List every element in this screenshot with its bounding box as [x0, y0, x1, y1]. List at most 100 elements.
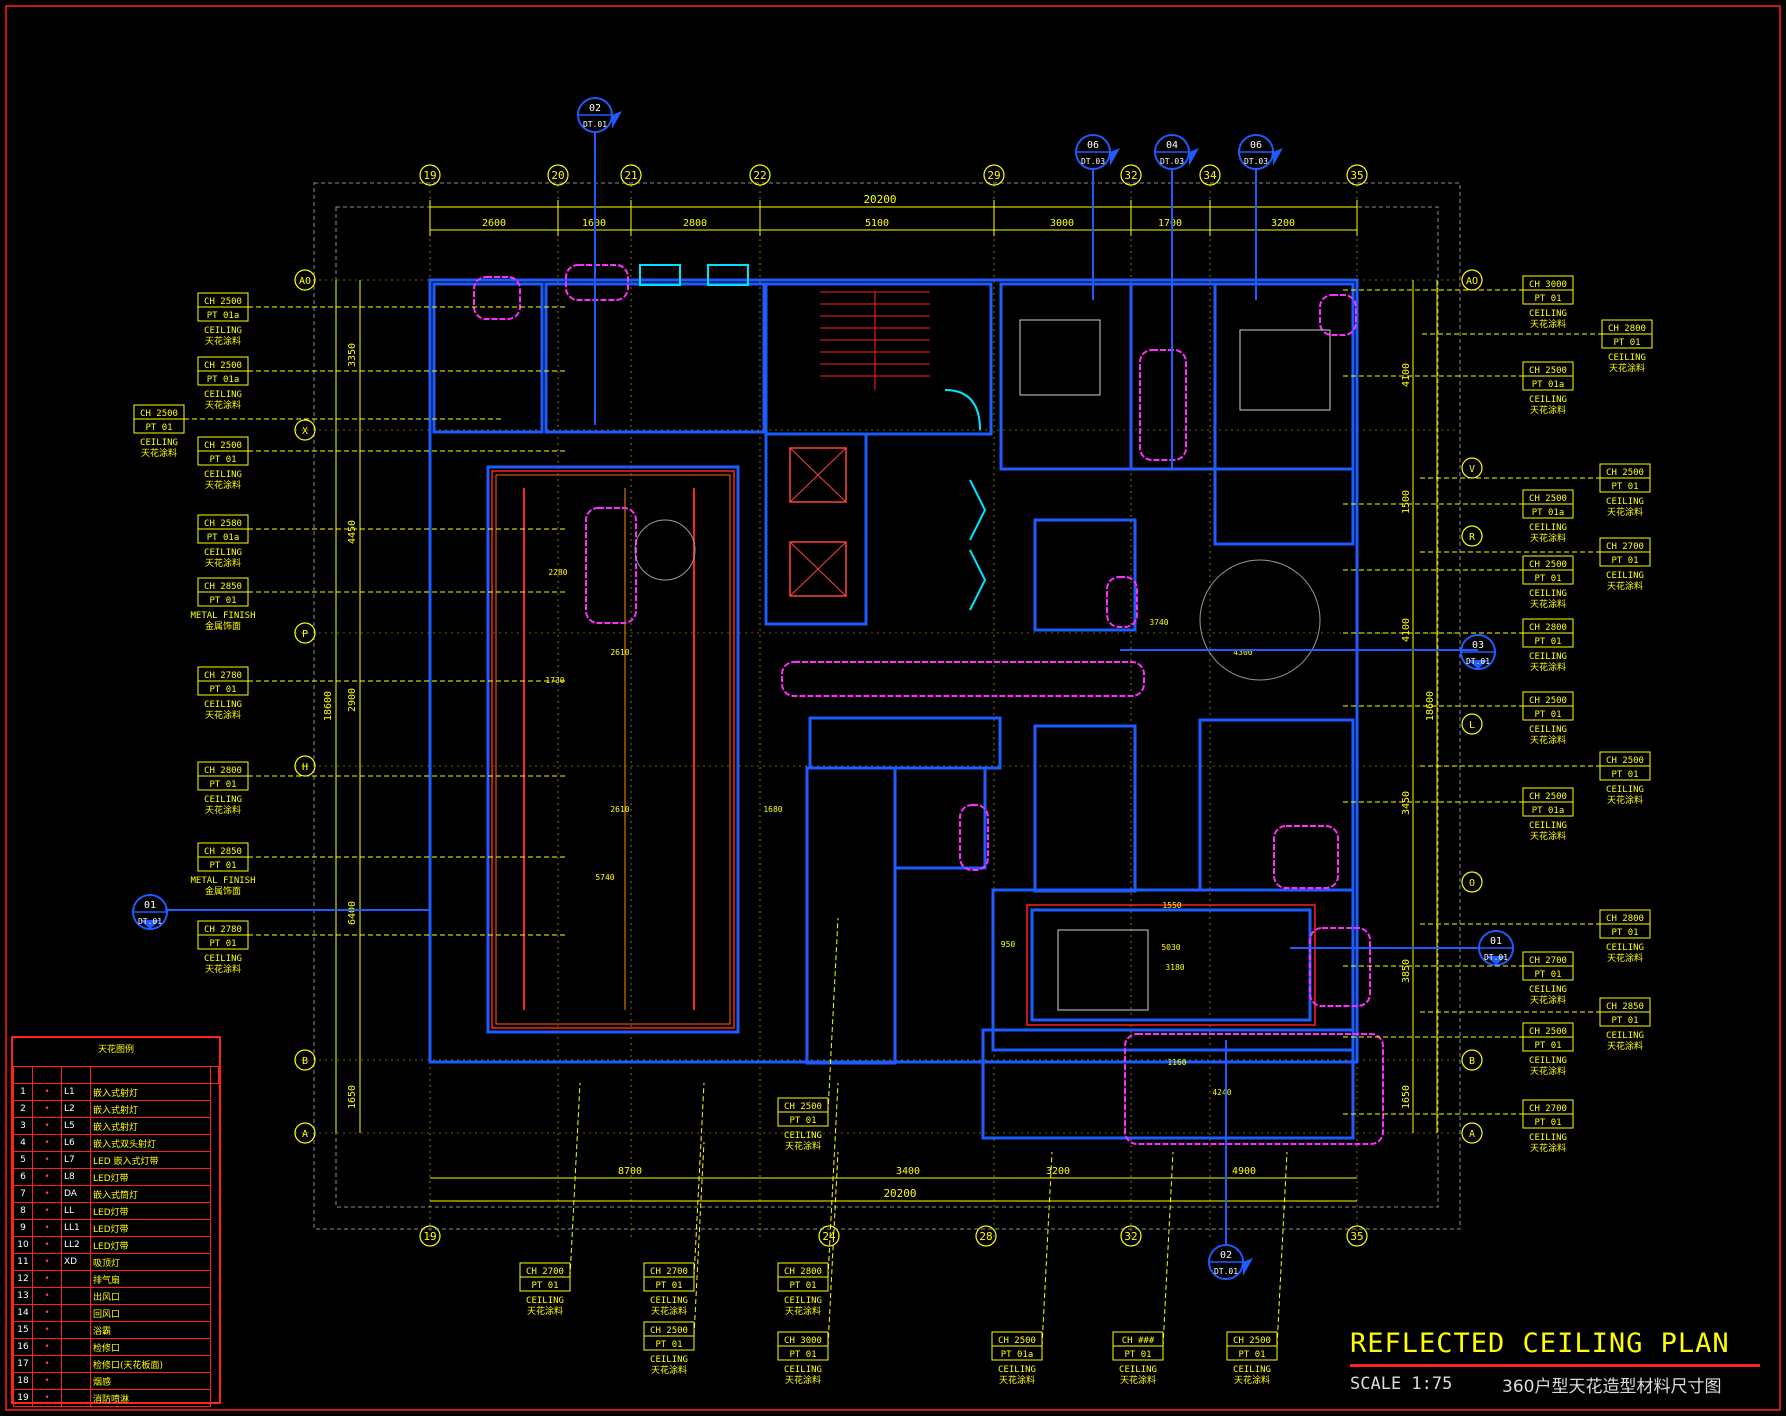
legend-row-number: 5: [13, 1151, 33, 1169]
legend-row-number: 17: [13, 1355, 33, 1373]
tag-paint-code: PT 01: [1534, 970, 1561, 980]
room-dimension: 3180: [1165, 963, 1184, 972]
tag-pt-box: [1522, 503, 1574, 519]
grid-bubble-right: [1461, 871, 1483, 893]
title-block: REFLECTED CEILING PLAN SCALE 1:75 360户型天…: [1350, 1328, 1770, 1398]
section-marker-arrow: [1189, 148, 1199, 166]
tag-material: CEILING: [1119, 1365, 1157, 1375]
elevator-cross: [789, 447, 847, 503]
tag-paint-code: PT 01: [1534, 294, 1561, 304]
room-bath-1: [1033, 518, 1137, 632]
tag-pt-box: [1599, 923, 1651, 939]
section-marker-ref: DT.01: [138, 917, 162, 926]
tag-ceiling-height: CH 2800: [1606, 914, 1644, 924]
tag-material: CEILING: [784, 1131, 822, 1141]
tag-ceiling-height: CH 2500: [1606, 756, 1644, 766]
tag-ceiling-height: CH 2800: [1529, 623, 1567, 633]
cyan-fixture: [639, 264, 681, 286]
ceiling-trim-living: [491, 470, 735, 1029]
tag-material-cn: 天花涂料: [205, 709, 241, 721]
legend-description: 嵌入式射灯: [90, 1117, 211, 1135]
tag-material: CEILING: [1529, 652, 1567, 662]
tag-paint-code: PT 01a: [207, 375, 240, 385]
tag-leader-line: [1041, 1151, 1053, 1347]
sheet-border: [5, 5, 1781, 1411]
ceiling-trim-living-inner: [495, 474, 731, 1025]
dimension-top: 2600: [482, 218, 506, 229]
legend-symbol-icon: •: [32, 1134, 62, 1152]
legend-symbol-icon: •: [32, 1117, 62, 1135]
tag-ceiling-height: CH 2580: [204, 519, 242, 529]
legend-description: 嵌入式双头射灯: [90, 1134, 211, 1152]
legend-code: [61, 1372, 91, 1390]
tag-paint-code: PT 01: [789, 1281, 816, 1291]
legend-description: 检修口: [90, 1338, 211, 1356]
tag-material-cn: 天花涂料: [785, 1305, 821, 1317]
section-marker-number: 01: [144, 900, 156, 911]
tag-ceiling-height: CH 2500: [1606, 468, 1644, 478]
revision-cloud: [1139, 349, 1187, 461]
revision-cloud: [1319, 294, 1357, 336]
tag-paint-code: PT 01: [209, 685, 236, 695]
dimension-right: 4100: [1401, 363, 1412, 387]
room-dimension: 1680: [763, 805, 782, 814]
section-marker-ref: DT.01: [583, 120, 607, 129]
revision-cloud: [1106, 576, 1138, 628]
legend-description: 检修口(天花板面): [90, 1355, 211, 1373]
tag-material: CEILING: [204, 954, 242, 964]
tag-paint-code: PT 01: [209, 780, 236, 790]
grid-label-left: AO: [299, 276, 311, 287]
legend-row-number: 10: [13, 1236, 33, 1254]
legend-row-number: 12: [13, 1270, 33, 1288]
grid-bubble-top: [983, 164, 1005, 186]
revision-cloud: [1309, 927, 1371, 1007]
tag-material-cn: 天花涂料: [1120, 1374, 1156, 1386]
section-marker-ref: DT.03: [1081, 157, 1105, 166]
dimension-right: 4100: [1401, 618, 1412, 642]
tag-material-cn: 天花涂料: [1530, 734, 1566, 746]
legend-row-number: 15: [13, 1321, 33, 1339]
tag-material: CEILING: [1529, 395, 1567, 405]
legend-description: 嵌入式射灯: [90, 1100, 211, 1118]
legend-row-number: 9: [13, 1219, 33, 1237]
legend-row: 13•出风口: [13, 1287, 219, 1305]
legend-symbol-icon: •: [32, 1100, 62, 1118]
tag-material-cn: 天花涂料: [205, 479, 241, 491]
legend-code: LL2: [61, 1236, 91, 1254]
tag-leader-line: [693, 1082, 705, 1278]
ceiling-trim-master: [1026, 904, 1316, 1026]
tag-paint-code: PT 01: [1124, 1350, 1151, 1360]
room-dimension: 1160: [1167, 1058, 1186, 1067]
grid-label-right: AO: [1466, 276, 1478, 287]
tag-material-cn: 天花涂料: [1530, 532, 1566, 544]
grid-bubble-right: [1461, 1122, 1483, 1144]
tag-paint-code: PT 01: [1534, 1041, 1561, 1051]
room-dimension: 4240: [1212, 1088, 1231, 1097]
title-underline: [1350, 1364, 1760, 1367]
grid-label-bottom: 19: [423, 1230, 436, 1243]
legend-row: 16•检修口: [13, 1338, 219, 1356]
tag-material: CEILING: [1529, 821, 1567, 831]
tag-ceiling-height: CH 2700: [526, 1267, 564, 1277]
section-marker-ref: DT.03: [1244, 157, 1268, 166]
section-marker-ref: DT.01: [1214, 1267, 1238, 1276]
legend-description: LED灯带: [90, 1219, 211, 1237]
legend-row-number: 7: [13, 1185, 33, 1203]
tag-ceiling-height: CH 2500: [204, 297, 242, 307]
door-swing: [969, 549, 987, 611]
legend-code: [61, 1304, 91, 1322]
grid-label-top: 32: [1124, 169, 1137, 182]
tag-material-cn: 金属饰面: [205, 620, 241, 632]
legend-code: [61, 1321, 91, 1339]
tag-pt-box: [197, 680, 249, 696]
tag-material-cn: 天花涂料: [1530, 661, 1566, 673]
